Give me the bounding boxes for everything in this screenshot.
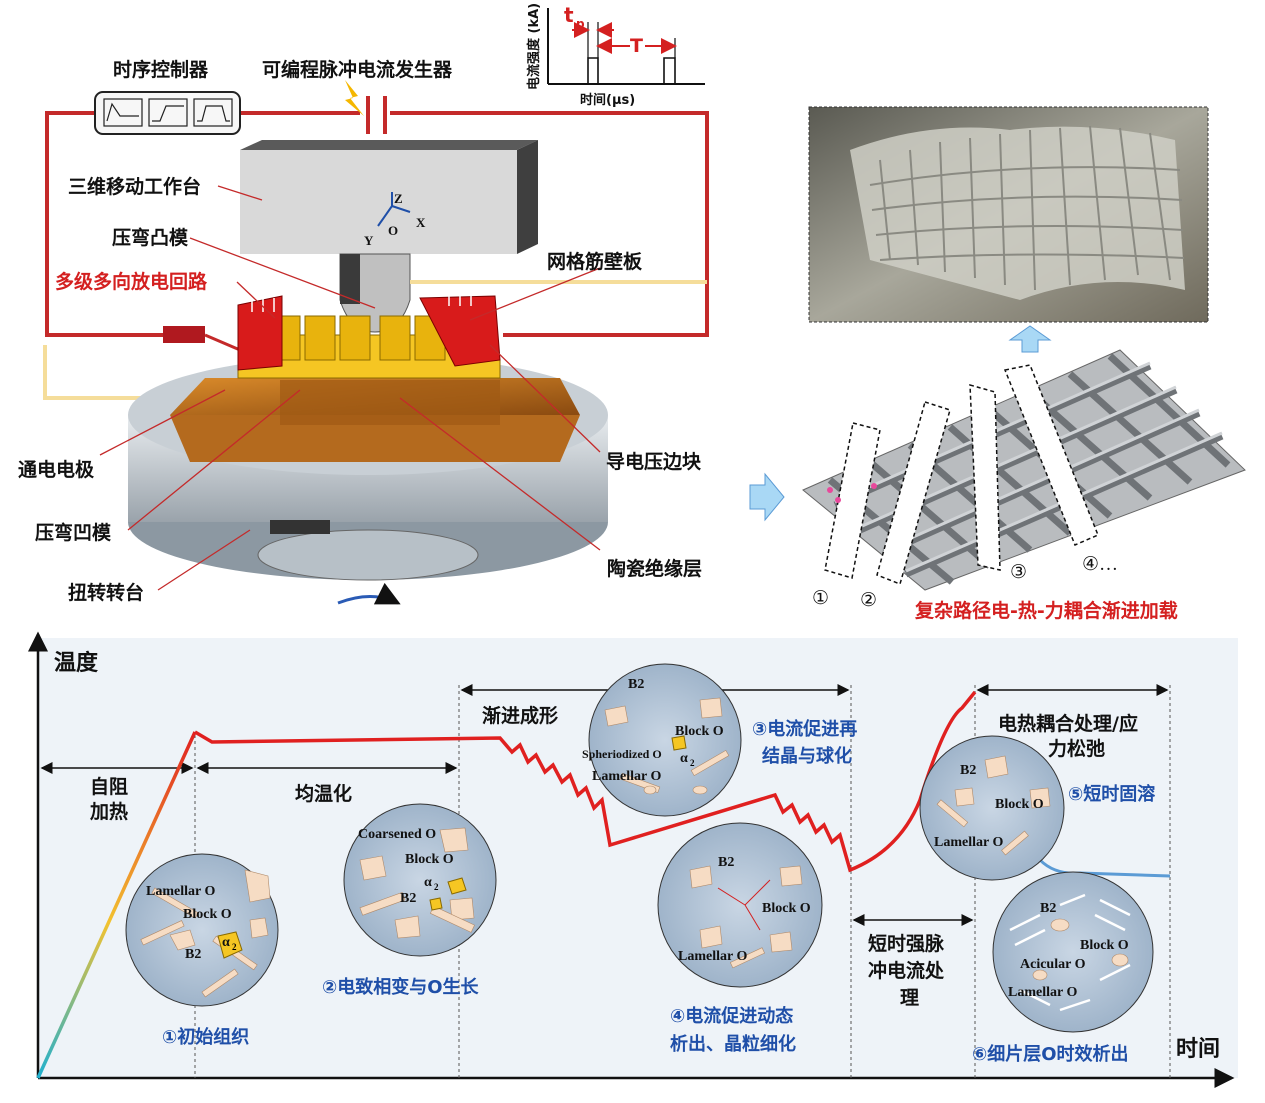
axis-x-label: X — [416, 215, 426, 230]
m2-block: Block O — [405, 852, 454, 867]
mark-3: ③ — [1010, 562, 1027, 583]
m3-block: Block O — [675, 724, 724, 739]
m1-b2: B2 — [185, 947, 201, 962]
stage-selfheat-1: 自阻 — [90, 775, 128, 798]
timing-controller-box — [94, 91, 241, 135]
step-3-line2: 结晶与球化 — [762, 745, 852, 767]
press-block-label: 导电压边块 — [606, 450, 702, 473]
micrograph-1: Lamellar O Block O B2 α 2 — [125, 853, 279, 1007]
turntable-label: 扭转转台 — [68, 581, 144, 604]
m6-acicular: Acicular O — [1020, 957, 1086, 972]
micrograph-5: B2 Block O Lamellar O — [919, 735, 1065, 881]
circuit-wire-top — [240, 111, 709, 337]
formed-part-photo — [808, 106, 1209, 323]
up-arrow-icon — [1008, 325, 1052, 353]
step-3-line1: ③电流促进再 — [752, 718, 857, 740]
loading-caption: 复杂路径电-热-力耦合渐进加载 — [914, 599, 1178, 622]
rotate-arrow-icon — [337, 582, 401, 605]
lightning-icon — [345, 80, 364, 116]
y-axis-label: 温度 — [54, 650, 99, 676]
stage-pulse-2: 冲电流处 — [868, 959, 945, 982]
leader-lines — [99, 185, 601, 591]
step-4-line2: 析出、晶粒细化 — [670, 1033, 796, 1055]
axis-o-label: O — [388, 223, 398, 238]
m5-block: Block O — [995, 797, 1044, 812]
die-label: 压弯凹模 — [35, 521, 112, 544]
m3-alpha: α — [680, 751, 688, 766]
step-6: ⑥细片层O时效析出 — [972, 1043, 1129, 1065]
panel-label: 网格筋壁板 — [547, 250, 643, 273]
panel-assembly — [237, 292, 501, 379]
m3-b2: B2 — [628, 677, 644, 692]
stage-selfheat-2: 加热 — [89, 800, 128, 823]
tp-label: t — [564, 3, 574, 27]
micrograph-3: B2 Block O Spheriodized O α 2 Lamellar O — [582, 663, 742, 817]
step-1: ①初始组织 — [162, 1026, 249, 1048]
insulator-label: 陶瓷绝缘层 — [607, 557, 702, 580]
stage-pulse-3: 理 — [900, 987, 919, 1009]
m4-lamellar: Lamellar O — [678, 949, 747, 964]
m1-lamellar: Lamellar O — [146, 884, 215, 899]
punch-label: 压弯凸模 — [112, 226, 189, 249]
pulse-generator-label: 可编程脉冲电流发生器 — [262, 58, 453, 81]
waveform-xlabel: 时间(μs) — [580, 92, 635, 108]
timing-controller-label: 时序控制器 — [113, 58, 209, 81]
m3-spheriodized: Spheriodized O — [582, 747, 662, 761]
apparatus-diagram: 时序控制器 可编程脉冲电流发生器 t p T 时间(μs) 电流强度 (kA) — [18, 3, 709, 605]
process-chart: 温度 时间 自阻 加热 均温化 — [28, 631, 1238, 1088]
stage-pulse-1: 短时强脉 — [868, 932, 945, 955]
m4-block: Block O — [762, 901, 811, 916]
m1-block: Block O — [183, 907, 232, 922]
mark-4: ④… — [1082, 554, 1118, 575]
stage-3d: Z X Y O — [240, 140, 538, 254]
m1-alpha-sub: 2 — [232, 942, 237, 952]
electrode-label: 通电电极 — [18, 458, 95, 481]
micrograph-2: Coarsened O Block O B2 α 2 — [343, 803, 497, 957]
m6-b2: B2 — [1040, 901, 1056, 916]
waveform-ylabel: 电流强度 (kA) — [526, 3, 542, 90]
mark-2: ② — [860, 590, 877, 611]
heating-ramp — [36, 731, 197, 1079]
step-2: ②电致相变与O生长 — [322, 976, 480, 998]
x-axis-label: 时间 — [1176, 1037, 1220, 1062]
m1-alpha: α — [222, 935, 230, 950]
m5-lamellar: Lamellar O — [934, 835, 1003, 850]
m2-b2: B2 — [400, 891, 416, 906]
pulse-waveform: t p T 时间(μs) 电流强度 (kA) — [526, 3, 705, 108]
stage-relax-1: 电热耦合处理/应 — [998, 712, 1138, 735]
axis-z-label: Z — [394, 191, 403, 206]
m6-lamellar: Lamellar O — [1008, 985, 1077, 1000]
step-5: ⑤短时固溶 — [1068, 783, 1155, 805]
m5-b2: B2 — [960, 763, 976, 778]
stage-relax-2: 力松弛 — [1048, 737, 1105, 760]
step-4-line1: ④电流促进动态 — [670, 1005, 793, 1027]
die — [170, 378, 580, 462]
m2-coarsened: Coarsened O — [358, 827, 436, 842]
axis-y-label: Y — [364, 233, 374, 248]
stage-forming: 渐进成形 — [482, 704, 558, 727]
circuit-wire-left — [45, 111, 165, 337]
m3-alpha-sub: 2 — [690, 758, 695, 768]
circuit-label: 多级多向放电回路 — [55, 270, 208, 293]
stage-soak: 均温化 — [295, 782, 352, 805]
micrograph-6: B2 Block O Acicular O Lamellar O — [992, 871, 1154, 1033]
loading-zones — [824, 364, 1099, 585]
grid-panel: ① ② ③ ④… 复杂路径电-热-力耦合渐进加载 — [802, 349, 1246, 622]
m4-b2: B2 — [718, 855, 734, 870]
micrograph-4: B2 Block O Lamellar O — [657, 822, 823, 988]
m6-block: Block O — [1080, 938, 1129, 953]
m2-alpha: α — [424, 875, 432, 890]
m3-lamellar: Lamellar O — [592, 769, 661, 784]
resistor — [163, 326, 205, 343]
timing-waveform-icons — [103, 98, 233, 127]
mark-1: ① — [812, 588, 829, 609]
stage3d-label: 三维移动工作台 — [68, 175, 201, 198]
temperature-curve — [194, 690, 977, 873]
circuit-link — [204, 333, 241, 352]
m2-alpha-sub: 2 — [434, 882, 439, 892]
right-arrow-icon — [749, 472, 785, 522]
period-label: T — [630, 35, 643, 57]
tp-sub-label: p — [576, 17, 585, 31]
